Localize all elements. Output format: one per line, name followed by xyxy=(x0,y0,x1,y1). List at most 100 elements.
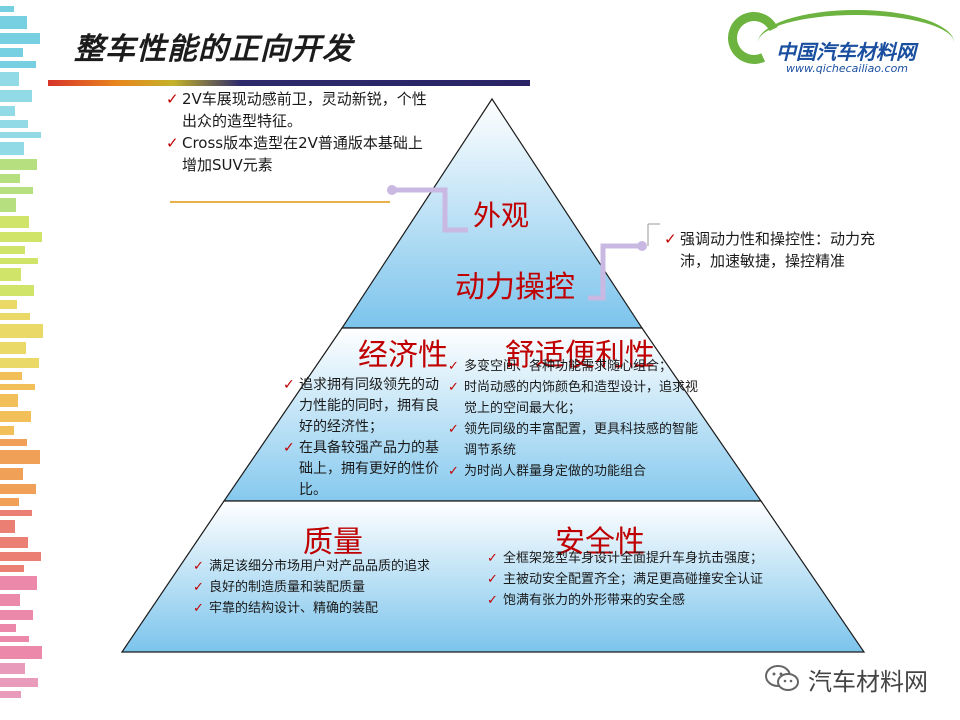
note-economy-item: ✓在具备较强产品力的基础上，拥有更好的性价比。 xyxy=(283,440,439,498)
exterior-connector-dot xyxy=(387,185,397,195)
check-icon: ✓ xyxy=(448,422,459,437)
stripe xyxy=(0,198,16,212)
stripe xyxy=(0,663,25,674)
stripe xyxy=(0,537,28,548)
stripe xyxy=(0,520,15,533)
check-icon: ✓ xyxy=(664,230,677,248)
note-quality: ✓满足该细分市场用户对产品品质的追求 ✓良好的制造质量和装配质量 ✓牢靠的结构设… xyxy=(193,556,485,619)
stripe xyxy=(0,6,14,12)
watermark: 汽车材料网 xyxy=(764,660,954,696)
stripe xyxy=(0,610,33,620)
check-icon: ✓ xyxy=(193,580,204,595)
stripe xyxy=(0,498,19,506)
stripe xyxy=(0,411,31,422)
stripe xyxy=(0,552,41,561)
note-comfort-item: ✓多变空间、各种功能需求随心组合； xyxy=(448,356,700,377)
check-icon: ✓ xyxy=(487,572,498,587)
stripe xyxy=(0,576,37,590)
note-comfort-item: ✓时尚动感的内饰颜色和造型设计，追求视觉上的空间最大化； xyxy=(448,377,700,419)
check-icon: ✓ xyxy=(448,380,459,395)
note-safety-item: ✓主被动安全配置齐全；满足更高碰撞安全认证 xyxy=(487,569,793,590)
check-icon: ✓ xyxy=(487,551,498,566)
stripe xyxy=(0,342,26,354)
stripe xyxy=(0,142,24,155)
stripe xyxy=(0,187,33,194)
stripe xyxy=(0,33,40,44)
stripe xyxy=(0,16,27,29)
check-icon: ✓ xyxy=(193,559,204,574)
stripe xyxy=(0,450,40,464)
check-icon: ✓ xyxy=(283,377,295,393)
stripe xyxy=(0,324,43,338)
stripe xyxy=(0,268,21,281)
stripe xyxy=(0,565,24,572)
title-underline xyxy=(48,80,530,86)
note-quality-item: ✓牢靠的结构设计、精确的装配 xyxy=(193,598,485,619)
note-exterior-item: ✓Cross版本造型在2V普通版本基础上增加SUV元素 xyxy=(166,134,423,174)
page-title: 整车性能的正向开发 xyxy=(74,32,353,67)
stripe xyxy=(0,468,23,480)
note-comfort-item: ✓领先同级的丰富配置，更具科技感的智能调节系统 xyxy=(448,419,700,461)
note-safety-item: ✓饱满有张力的外形带来的安全感 xyxy=(487,590,793,611)
note-exterior: ✓2V车展现动感前卫，灵动新锐，个性出众的造型特征。 ✓Cross版本造型在2V… xyxy=(166,88,428,176)
stripe xyxy=(0,384,35,390)
power-connector xyxy=(588,243,642,301)
check-icon: ✓ xyxy=(193,601,204,616)
note-quality-item: ✓良好的制造质量和装配质量 xyxy=(193,577,485,598)
wechat-icon xyxy=(765,665,799,691)
check-icon: ✓ xyxy=(166,134,179,152)
note-comfort-item: ✓为时尚人群量身定做的功能组合 xyxy=(448,461,700,482)
stripe xyxy=(0,678,38,687)
check-icon: ✓ xyxy=(448,359,459,374)
stripe xyxy=(0,313,30,320)
heading-economy: 经济性 xyxy=(358,338,448,373)
stripe xyxy=(0,132,41,138)
note-quality-item: ✓满足该细分市场用户对产品品质的追求 xyxy=(193,556,485,577)
site-logo: 中国汽车材料网 www.qichecailiao.com xyxy=(720,4,954,78)
note-economy: ✓追求拥有同级领先的动力性能的同时，拥有良好的经济性； ✓在具备较强产品力的基础… xyxy=(283,375,449,501)
heading-quality: 质量 xyxy=(303,525,363,560)
stripe xyxy=(0,159,37,170)
decorative-stripes xyxy=(0,0,46,720)
heading-exterior: 外观 xyxy=(473,199,530,232)
pyramid-tier-bottom xyxy=(120,500,866,653)
check-icon: ✓ xyxy=(283,440,295,456)
stripe xyxy=(0,246,25,254)
logo-url: www.qichecailiao.com xyxy=(786,62,909,75)
stripe xyxy=(0,174,20,183)
stripe xyxy=(0,258,38,264)
heading-comfort: 舒适便利性 xyxy=(505,338,655,373)
stripe xyxy=(0,48,23,57)
stripe xyxy=(0,426,14,435)
heading-power: 动力操控 xyxy=(455,270,575,305)
stripe xyxy=(0,636,29,642)
stripe xyxy=(0,372,22,380)
power-connector-dot xyxy=(637,241,647,251)
logo-name: 中国汽车材料网 xyxy=(776,40,916,64)
check-icon: ✓ xyxy=(487,593,498,608)
stripe xyxy=(0,61,36,68)
note-safety: ✓全框架笼型车身设计全面提升车身抗击强度； ✓主被动安全配置齐全；满足更高碰撞安… xyxy=(487,548,793,611)
stripe xyxy=(0,72,19,86)
stripe xyxy=(0,106,15,116)
stripe xyxy=(0,394,18,407)
note-comfort: ✓多变空间、各种功能需求随心组合； ✓时尚动感的内饰颜色和造型设计，追求视觉上的… xyxy=(448,356,700,482)
check-icon: ✓ xyxy=(166,90,179,108)
stripe xyxy=(0,120,28,128)
note-economy-item: ✓追求拥有同级领先的动力性能的同时，拥有良好的经济性； xyxy=(283,377,439,435)
watermark-text: 汽车材料网 xyxy=(808,668,928,696)
note-exterior-item: ✓2V车展现动感前卫，灵动新锐，个性出众的造型特征。 xyxy=(166,90,427,130)
stripe xyxy=(0,691,21,698)
stripe xyxy=(0,232,42,242)
stripe xyxy=(0,646,42,659)
stripe xyxy=(0,358,39,368)
note-power-item: ✓强调动力性和操控性：动力充沛，加速敏捷，操控精准 xyxy=(664,230,876,270)
stripe xyxy=(0,510,32,516)
logo-swoosh xyxy=(758,10,954,75)
stripe xyxy=(0,216,29,228)
exterior-connector xyxy=(392,187,468,233)
note-power: ✓强调动力性和操控性：动力充沛，加速敏捷，操控精准 xyxy=(664,228,894,272)
stripe xyxy=(0,439,27,446)
stripe xyxy=(0,594,20,606)
